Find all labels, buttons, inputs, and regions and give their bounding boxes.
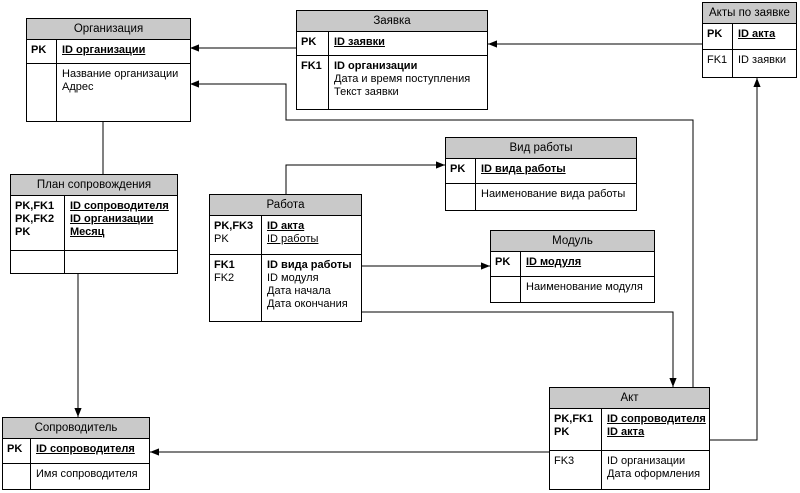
attr-section: FK1 ID заявки <box>703 49 796 78</box>
entity-title: Заявка <box>297 11 487 32</box>
pk-attribute: ID сопроводителя <box>607 413 706 425</box>
attribute: ID заявки <box>738 54 786 66</box>
entity-act: Акт PK,FK1 PK ID сопроводителя ID акта F… <box>549 387 710 490</box>
pk-attribute: ID модуля <box>526 256 582 268</box>
attribute: Текст заявки <box>334 86 399 98</box>
attr-section: Имя сопроводителя <box>3 463 149 490</box>
entity-title: Вид работы <box>446 138 636 159</box>
attr-section: Наименование вида работы <box>446 183 636 211</box>
pk-attribute: Месяц <box>70 226 105 238</box>
key-label: FK3 <box>554 455 575 467</box>
rel-akt-org <box>190 80 694 387</box>
key-label: FK1 <box>301 60 322 72</box>
key-label: PK <box>301 36 317 48</box>
entity-work-type: Вид работы PK ID вида работы Наименовани… <box>445 137 637 211</box>
entity-request: Заявка PK ID заявки FK1 ID организации Д… <box>296 10 488 110</box>
rel-akt-akty <box>710 78 761 441</box>
key-label: PK,FK3 <box>214 220 254 232</box>
entity-module: Модуль PK ID модуля Наименование модуля <box>490 230 655 303</box>
rel-rabota-vid <box>285 161 445 194</box>
attr-section: Название организации Адрес <box>27 63 190 122</box>
attr-section <box>11 250 177 274</box>
key-label: FK2 <box>214 272 235 284</box>
attribute: Дата начала <box>267 285 331 297</box>
key-label: FK1 <box>707 54 728 66</box>
entity-support-plan: План сопровождения PK,FK1 PK,FK2 PK ID с… <box>10 174 178 274</box>
entity-organization: Организация PK ID организации Название о… <box>26 18 191 122</box>
attribute: ID модуля <box>267 272 319 284</box>
attribute: Дата и время поступления <box>334 73 471 85</box>
pk-section: PK ID сопроводителя <box>3 439 149 463</box>
entity-work: Работа PK,FK3 PK ID акта ID работы FK1 F… <box>209 194 362 322</box>
entity-title: План сопровождения <box>11 175 177 196</box>
key-label: PK <box>554 426 570 438</box>
attr-section: FK3 ID организации Дата оформления <box>550 450 709 490</box>
pk-section: PK,FK3 PK ID акта ID работы <box>210 216 361 254</box>
entity-title: Сопроводитель <box>3 418 149 439</box>
pk-attribute: ID вида работы <box>481 163 566 175</box>
pk-section: PK,FK1 PK ID сопроводителя ID акта <box>550 409 709 450</box>
attr-section: FK1 FK2 ID вида работы ID модуля Дата на… <box>210 254 361 322</box>
key-label: PK,FK1 <box>554 413 594 425</box>
pk-section: PK,FK1 PK,FK2 PK ID сопроводителя ID орг… <box>11 196 177 250</box>
attribute: Название организации <box>62 68 179 80</box>
pk-section: PK ID организации <box>27 40 190 63</box>
entity-supporter: Сопроводитель PK ID сопроводителя Имя со… <box>2 417 150 490</box>
pk-attribute: ID организации <box>62 44 146 56</box>
entity-title: Акт <box>550 388 709 409</box>
pk-attribute: ID акта <box>738 28 776 40</box>
entity-title: Модуль <box>491 231 654 252</box>
attr-section: FK1 ID организации Дата и время поступле… <box>297 55 487 110</box>
pk-section: PK ID акта <box>703 24 796 49</box>
rel-rabota-akt <box>362 311 677 387</box>
attribute: ID вида работы <box>267 259 352 271</box>
key-label: PK <box>7 443 23 455</box>
entity-title: Работа <box>210 195 361 216</box>
entity-title: Организация <box>27 19 190 40</box>
entity-request-acts: Акты по заявке PK ID акта FK1 ID заявки <box>702 2 797 78</box>
pk-attribute: ID организации <box>70 213 154 225</box>
attribute: Дата окончания <box>267 298 348 310</box>
key-label: PK <box>31 44 47 56</box>
key-label: PK <box>495 256 511 268</box>
attr-section: Наименование модуля <box>491 276 654 303</box>
attribute: Имя сопроводителя <box>36 468 138 480</box>
pk-attribute: ID акта <box>607 426 645 438</box>
key-label: PK <box>450 163 466 175</box>
key-label: PK <box>707 28 723 40</box>
attribute: Адрес <box>62 81 94 93</box>
attribute: Наименование вида работы <box>481 188 626 200</box>
pk-attribute: ID сопроводителя <box>36 443 135 455</box>
pk-section: PK ID заявки <box>297 32 487 55</box>
key-label: PK,FK1 <box>15 200 55 212</box>
pk-attribute: ID сопроводителя <box>70 200 169 212</box>
attribute: Наименование модуля <box>526 281 643 293</box>
attribute: ID организации <box>607 455 686 467</box>
pk-attribute: ID заявки <box>334 36 385 48</box>
key-label: PK,FK2 <box>15 213 55 225</box>
attribute: ID организации <box>334 60 418 72</box>
pk-attribute: ID работы <box>267 233 319 245</box>
entity-title: Акты по заявке <box>703 3 796 24</box>
attribute: Дата оформления <box>607 468 701 480</box>
pk-section: PK ID модуля <box>491 252 654 276</box>
pk-attribute: ID акта <box>267 220 305 232</box>
key-label: FK1 <box>214 259 235 271</box>
pk-section: PK ID вида работы <box>446 159 636 183</box>
key-label: PK <box>214 233 229 245</box>
key-label: PK <box>15 226 31 238</box>
